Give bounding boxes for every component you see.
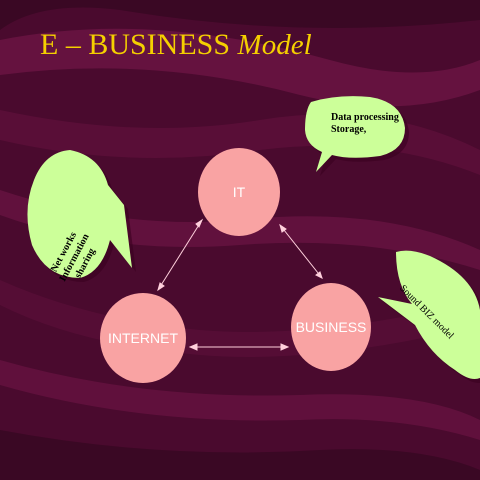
node-internet: INTERNET	[100, 293, 186, 383]
node-it-label: IT	[232, 184, 246, 200]
callout-it-line2: Storage,	[331, 124, 367, 135]
page-title: E – BUSINESS Model	[40, 28, 312, 62]
callout-it-line1: Data processing	[331, 112, 399, 123]
callout-it-text: Data processing Storage,	[331, 112, 399, 136]
callout-it	[305, 96, 409, 176]
callout-internet	[27, 150, 137, 282]
node-internet-label: INTERNET	[108, 330, 178, 346]
node-business: BUSINESS	[291, 283, 371, 371]
connector-arrows	[157, 218, 323, 351]
title-italic: Model	[237, 29, 312, 61]
title-main: E – BUSINESS	[40, 28, 231, 61]
callout-business	[378, 250, 480, 383]
node-business-label: BUSINESS	[295, 319, 367, 335]
node-it: IT	[198, 148, 280, 236]
